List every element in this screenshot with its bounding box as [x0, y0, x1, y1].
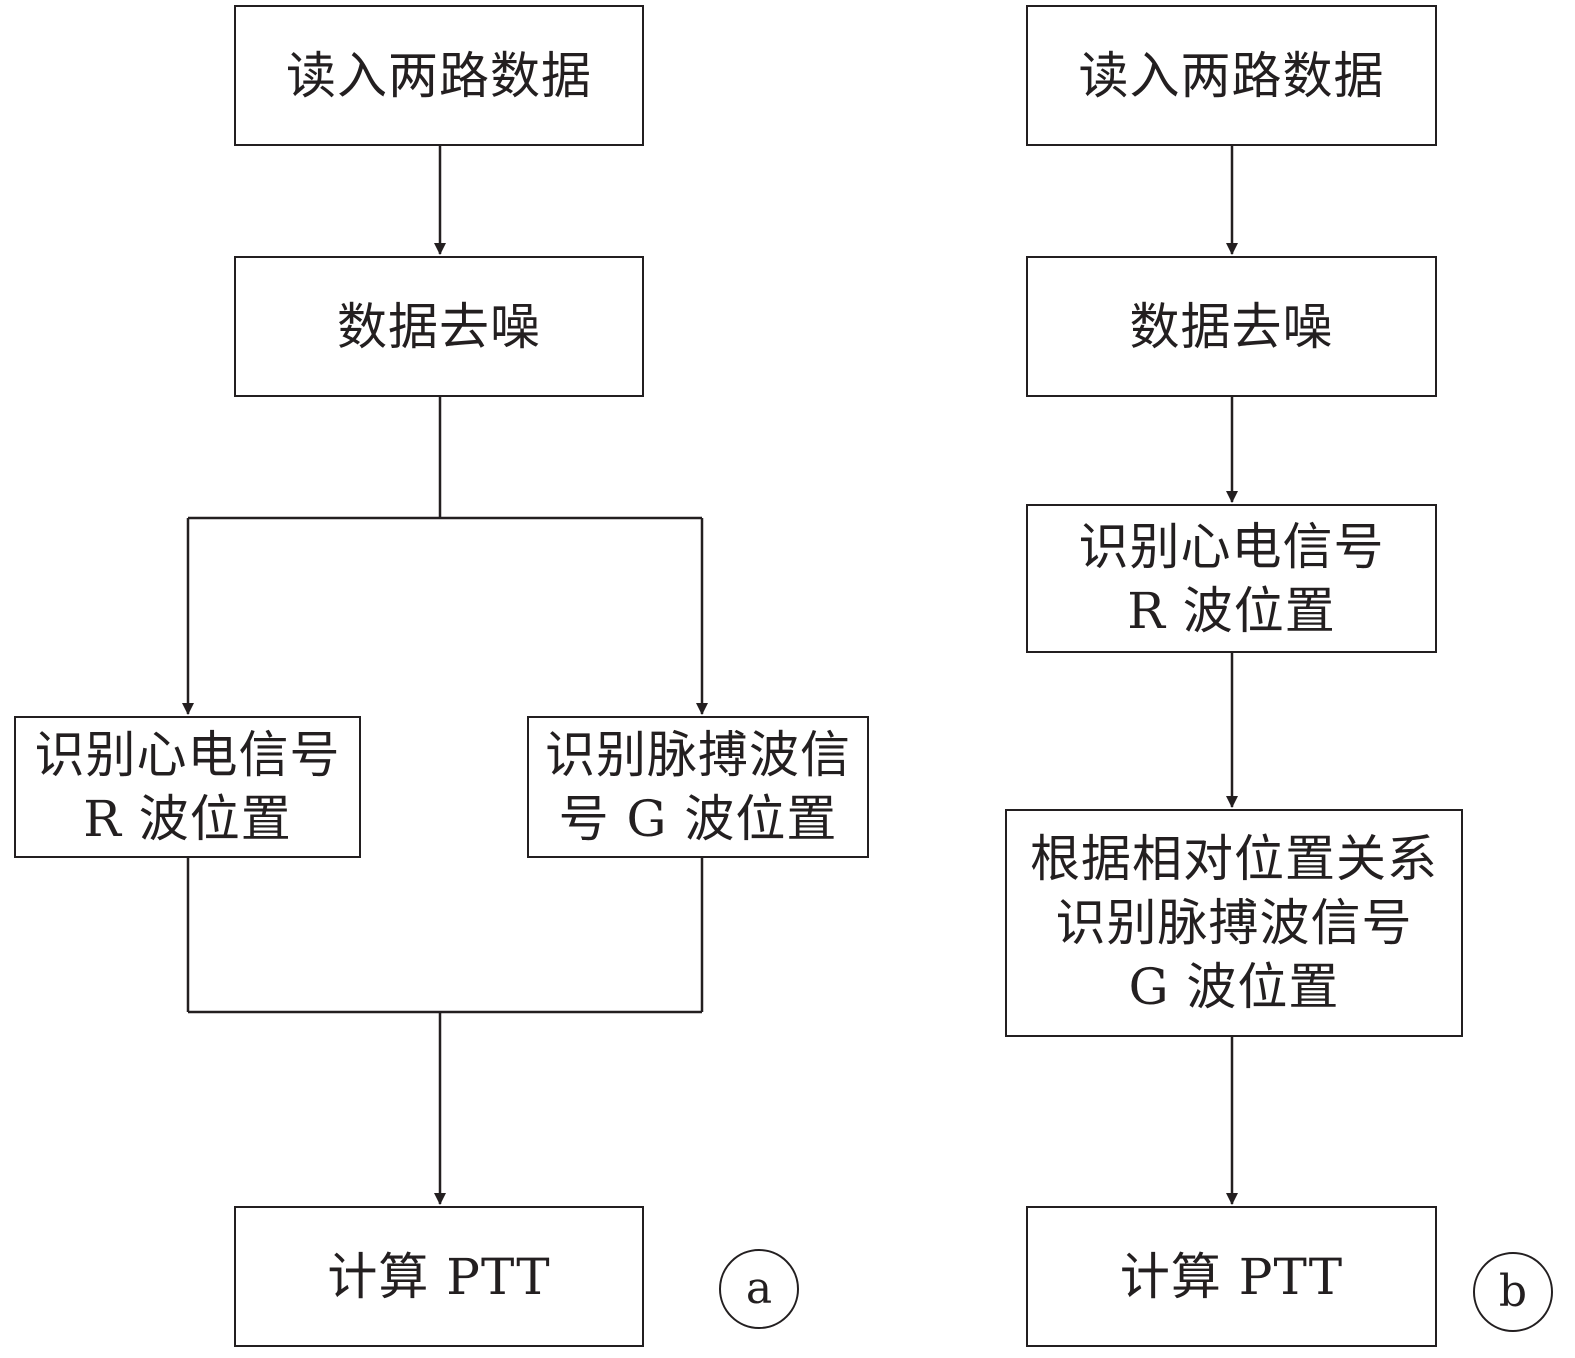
- b-pulse-g-wave-box: 根据相对位置关系 识别脉搏波信号 G 波位置: [1005, 809, 1463, 1037]
- panel-a-label: a: [719, 1249, 799, 1329]
- a-read-data-box: 读入两路数据: [234, 5, 644, 146]
- a-read-data-label: 读入两路数据: [286, 46, 592, 105]
- a-compute-ptt-label: 计算 PTT: [327, 1247, 551, 1306]
- a-ecg-r-wave-label: 识别心电信号 R 波位置: [34, 726, 341, 848]
- a-compute-ptt-box: 计算 PTT: [234, 1206, 644, 1347]
- b-ecg-r-wave-box: 识别心电信号 R 波位置: [1026, 504, 1437, 653]
- b-compute-ptt-label: 计算 PTT: [1119, 1247, 1344, 1306]
- b-read-data-box: 读入两路数据: [1026, 5, 1437, 146]
- a-denoise-box: 数据去噪: [234, 256, 644, 397]
- b-ecg-r-wave-label: 识别心电信号 R 波位置: [1078, 517, 1385, 640]
- panel-b-label: b: [1473, 1252, 1553, 1332]
- b-compute-ptt-box: 计算 PTT: [1026, 1206, 1437, 1347]
- b-pulse-g-wave-label: 根据相对位置关系 识别脉搏波信号 G 波位置: [1030, 830, 1438, 1016]
- a-pulse-g-wave-label: 识别脉搏波信 号 G 波位置: [545, 726, 851, 848]
- a-denoise-label: 数据去噪: [337, 297, 541, 356]
- b-read-data-label: 读入两路数据: [1078, 46, 1385, 105]
- a-pulse-g-wave-box: 识别脉搏波信 号 G 波位置: [527, 716, 869, 858]
- b-denoise-box: 数据去噪: [1026, 256, 1437, 397]
- b-denoise-label: 数据去噪: [1129, 297, 1334, 356]
- a-ecg-r-wave-box: 识别心电信号 R 波位置: [14, 716, 361, 858]
